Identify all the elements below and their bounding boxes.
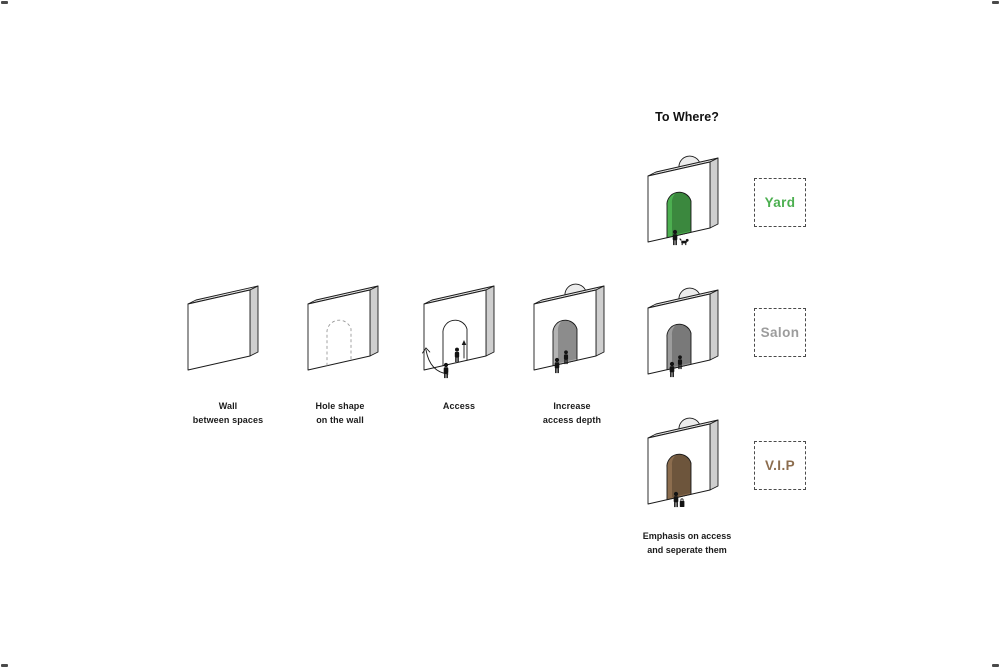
- corner-mark: [1, 1, 8, 4]
- wall-end-edge: [709, 419, 719, 491]
- salon-label-box: Salon: [754, 308, 806, 357]
- person-icon: [454, 347, 460, 363]
- yard-wall-illustration: [647, 155, 719, 246]
- arch-opening: [552, 319, 578, 367]
- dashed-arch-outline: [326, 319, 352, 366]
- arch-opening: [666, 323, 692, 371]
- arch-depth-shade: [557, 320, 577, 364]
- person-icon: [443, 362, 449, 379]
- dog-icon: [679, 238, 689, 246]
- diagram-caption: Emphasis on access and seperate them: [642, 531, 732, 555]
- salon-wall-illustration: [647, 287, 719, 378]
- step-label-wall: Wall between spaces: [192, 401, 264, 425]
- vip-label: V.I.P: [764, 458, 796, 473]
- curved-arrow-head: [422, 347, 431, 354]
- vip-wall-illustration: [647, 417, 719, 508]
- step-label-access: Access: [442, 401, 476, 411]
- wall-face: [423, 289, 487, 371]
- hole-shape-illustration: [307, 285, 379, 371]
- step-label-hole: Hole shape on the wall: [315, 401, 365, 425]
- wall-end-edge: [249, 285, 259, 357]
- arch-opening: [442, 319, 468, 367]
- luggage-icon: [679, 498, 685, 507]
- wall-face: [187, 289, 251, 371]
- arch-depth-shade: [671, 454, 691, 498]
- wall-end-edge: [369, 285, 379, 357]
- wall-end-edge: [485, 285, 495, 357]
- arch-opening: [666, 191, 692, 239]
- wall-end-edge: [709, 289, 719, 361]
- wall-face: [307, 289, 371, 371]
- person-icon: [669, 361, 675, 378]
- person-icon: [672, 229, 678, 246]
- corner-mark: [1, 664, 8, 667]
- wall-end-edge: [709, 157, 719, 229]
- wall-end-edge: [595, 285, 605, 357]
- diagram-title: To Where?: [655, 110, 719, 124]
- corner-mark: [992, 664, 999, 667]
- access-depth-illustration: [533, 283, 605, 374]
- person-icon: [563, 350, 569, 365]
- person-icon: [673, 491, 679, 508]
- up-arrow-head: [461, 340, 467, 345]
- yard-label: Yard: [764, 195, 796, 210]
- wall-between-spaces-illustration: [187, 285, 259, 371]
- arch-opening: [666, 453, 692, 501]
- vip-label-box: V.I.P: [754, 441, 806, 490]
- arch-depth-shade: [671, 192, 691, 236]
- arch-depth-shade: [671, 324, 691, 368]
- access-illustration: [422, 285, 495, 379]
- corner-mark: [992, 1, 999, 4]
- person-icon: [677, 355, 683, 370]
- person-icon: [554, 357, 560, 374]
- yard-label-box: Yard: [754, 178, 806, 227]
- salon-label: Salon: [760, 325, 800, 340]
- step-label-depth: Increase access depth: [542, 401, 602, 425]
